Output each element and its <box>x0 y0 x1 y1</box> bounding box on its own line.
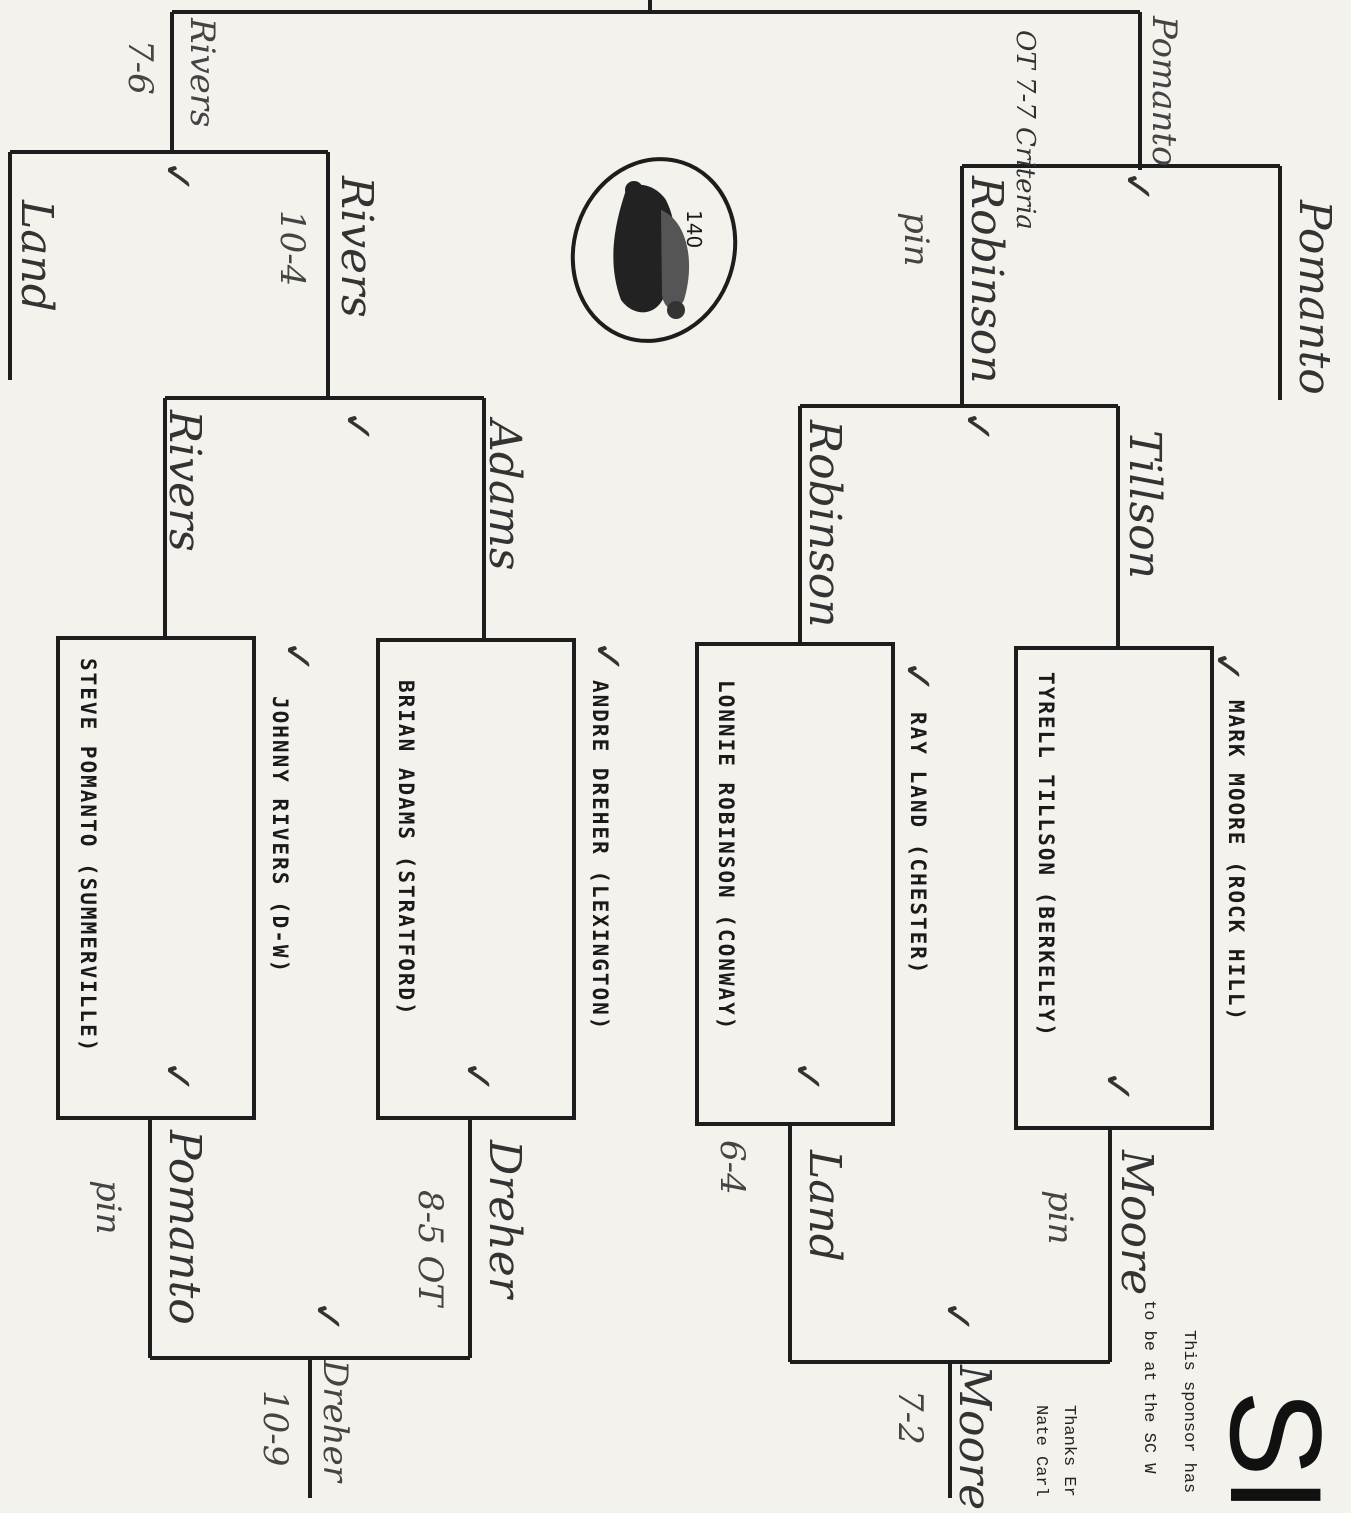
checkmark: ✓ <box>334 410 380 444</box>
result-pomanto-final: Pomanto <box>1144 16 1184 167</box>
wrestler-7: JOHNNY RIVERS (D-W) <box>268 696 292 974</box>
sponsor-thanks-2: Nate Carl <box>1031 1405 1050 1497</box>
result-pomanto-top: Pomanto <box>1289 200 1340 395</box>
result-rivers-final-score: 7-6 <box>120 40 160 95</box>
checkmark: ✓ <box>154 160 200 194</box>
checkmark: ✓ <box>954 410 1000 444</box>
result-moore-r2-score: 7-2 <box>890 1390 930 1445</box>
result-robinson-mid: Robinson <box>799 420 850 628</box>
checkmark: ✓ <box>934 1300 980 1334</box>
wrestling-logo-icon <box>566 150 742 350</box>
wrestler-2: TYRELL TILLSON (BERKELEY) <box>1034 672 1058 1038</box>
checkmark: ✓ <box>154 1060 200 1094</box>
result-dreher-r1-score: 8-5 OT <box>410 1190 450 1306</box>
wrestler-1: MARK MOORE (ROCK HILL) <box>1224 700 1248 1022</box>
checkmark: ✓ <box>454 1060 500 1094</box>
weight-class-label: 140 <box>682 210 706 248</box>
checkmark: ✓ <box>584 640 630 674</box>
result-moore-r1-score: pin <box>1040 1190 1080 1245</box>
sponsor-thanks-1: Thanks Er <box>1059 1405 1078 1497</box>
result-robinson-top: Robinson <box>961 176 1012 384</box>
checkmark: ✓ <box>1094 1070 1140 1104</box>
result-land-top: Land <box>11 200 62 312</box>
result-moore-r1: Moore <box>1111 1150 1162 1295</box>
result-rivers-mid: Rivers <box>159 410 210 552</box>
checkmark: ✓ <box>1204 650 1250 684</box>
checkmark: ✓ <box>304 1300 350 1334</box>
result-dreher-r2-score: 10-9 <box>255 1390 295 1466</box>
wrestler-3: RAY LAND (CHESTER) <box>906 712 930 976</box>
checkmark: ✓ <box>1114 170 1160 204</box>
checkmark: ✓ <box>784 1060 830 1094</box>
wrestler-4: LONNIE ROBINSON (CONWAY) <box>714 680 738 1031</box>
result-rivers-top: Rivers <box>331 176 382 318</box>
wrestler-5: ANDRE DREHER (LEXINGTON) <box>588 680 612 1031</box>
checkmark: ✓ <box>274 640 320 674</box>
result-tillson: Tillson <box>1119 430 1170 579</box>
checkmark: ✓ <box>894 660 940 694</box>
result-pomanto-r1: Pomanto <box>159 1130 210 1325</box>
wrestler-6: BRIAN ADAMS (STRATFORD) <box>394 680 418 1017</box>
result-rivers-top-score: 10-4 <box>272 210 312 286</box>
result-land-r1-score: 6-4 <box>712 1140 752 1195</box>
result-adams: Adams <box>479 420 530 570</box>
sponsor-line-2: to be at the SC W <box>1139 1300 1158 1473</box>
result-rivers-final: Rivers <box>182 18 222 128</box>
sponsor-line-1: This sponsor has <box>1179 1330 1198 1493</box>
result-pomanto-r1-score: pin <box>88 1180 128 1235</box>
sponsor-big-letters: SI <box>1201 1390 1351 1513</box>
result-land-r1: Land <box>799 1150 850 1262</box>
result-moore-r2: Moore <box>949 1365 1000 1510</box>
result-dreher-r1: Dreher <box>479 1140 530 1298</box>
result-pomanto-final-score: OT 7-7 Criteria <box>1010 30 1040 230</box>
result-robinson-top-score: pin <box>896 212 936 267</box>
wrestler-8: STEVE POMANTO (SUMMERVILLE) <box>76 658 100 1053</box>
result-dreher-r2: Dreher <box>315 1360 355 1482</box>
